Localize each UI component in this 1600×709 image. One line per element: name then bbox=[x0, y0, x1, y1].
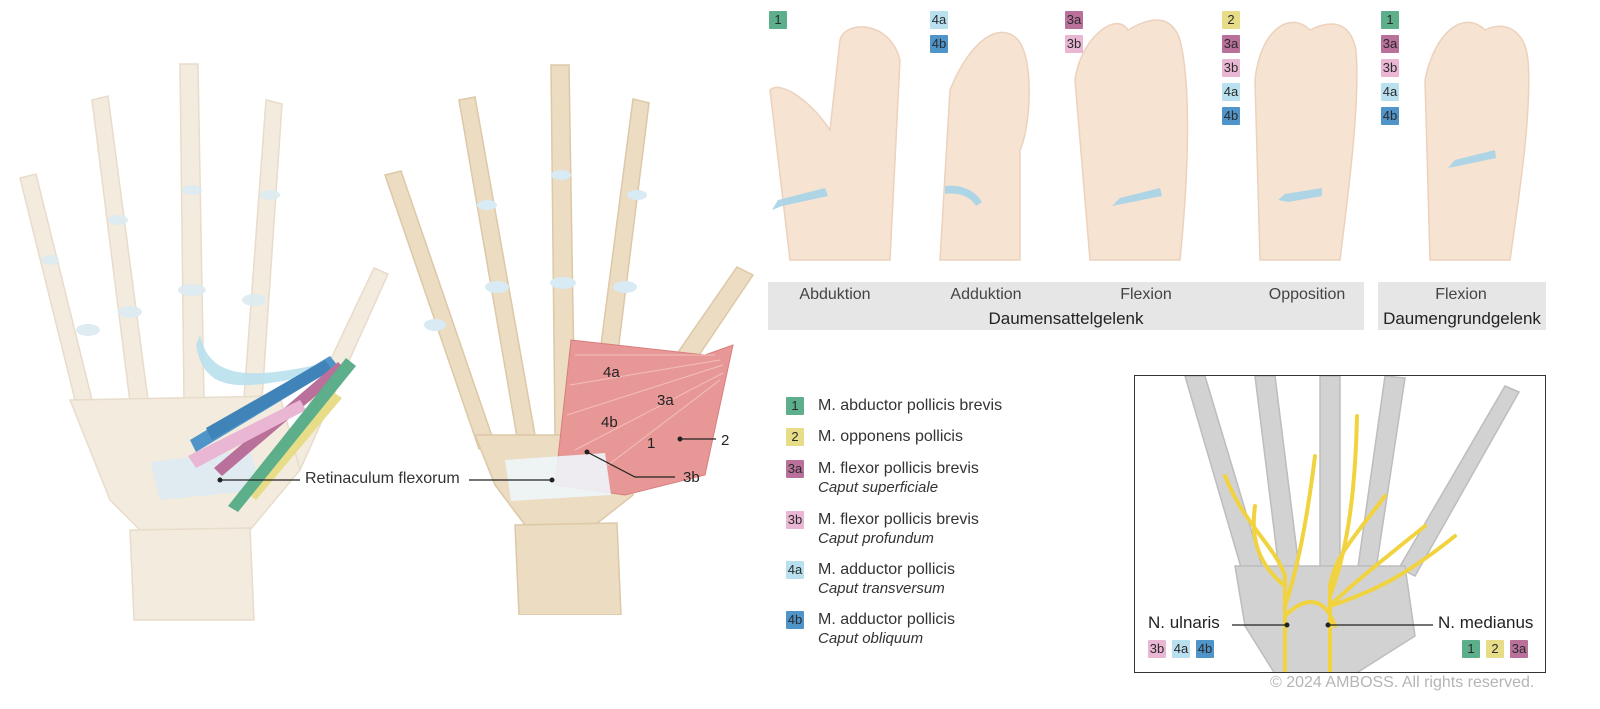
mid-label-2: 2 bbox=[721, 432, 729, 449]
mid-label-4a: 4a bbox=[603, 364, 620, 381]
badge-flexion-grund-1: 3a bbox=[1381, 35, 1399, 53]
joint-label-sattelgelenk: Daumensattelgelenk bbox=[988, 309, 1144, 328]
left-muscle-4a bbox=[196, 335, 334, 386]
joint-bar-sattel bbox=[768, 282, 1364, 330]
legend-sub-3b: Caput profundum bbox=[818, 530, 934, 547]
badge-opposition-1: 3a bbox=[1222, 35, 1240, 53]
mid-forearm bbox=[514, 522, 622, 615]
left-muscle-4b-2 bbox=[206, 360, 332, 440]
nerve-inset-illustration bbox=[1184, 376, 1521, 672]
badge-flexion-grund-2: 3b bbox=[1381, 59, 1399, 77]
joint-label-grundgelenk: Daumengrundgelenk bbox=[1383, 309, 1541, 328]
legend-badge-4a: 4a bbox=[786, 561, 804, 579]
movement-label-opposition: Opposition bbox=[1268, 286, 1346, 303]
badge-medianus-2: 3a bbox=[1510, 640, 1528, 658]
label-retinaculum-flexorum: Retinaculum flexorum bbox=[305, 470, 460, 487]
movement-hands-illustration bbox=[769, 19, 1530, 261]
legend-badge-3b: 3b bbox=[786, 511, 804, 529]
badge-abduktion-0: 1 bbox=[769, 11, 787, 29]
badges-opposition: 2 3a 3b 4a 4b bbox=[1222, 11, 1240, 125]
badges-flexion: 3a 3b bbox=[1065, 11, 1083, 53]
mid-label-3b: 3b bbox=[683, 469, 700, 486]
legend-name-2: M. opponens pollicis bbox=[818, 428, 963, 445]
hand-opposition bbox=[1254, 21, 1358, 261]
copyright-text: © 2024 AMBOSS. All rights reserved. bbox=[1270, 674, 1535, 691]
badge-ulnaris-2: 4b bbox=[1196, 640, 1214, 658]
badge-flexion-0: 3a bbox=[1065, 11, 1083, 29]
arrow-opposition bbox=[1278, 188, 1322, 202]
nerve-inset-panel bbox=[1134, 375, 1546, 673]
badge-opposition-2: 3b bbox=[1222, 59, 1240, 77]
legend-sub-3a: Caput superficiale bbox=[818, 479, 939, 496]
legend-name-1: M. abductor pollicis brevis bbox=[818, 397, 1003, 414]
badge-opposition-0: 2 bbox=[1222, 11, 1240, 29]
badge-flexion-grund-3: 4a bbox=[1381, 83, 1399, 101]
legend-item-3a: 3a M. flexor pollicis brevis Caput super… bbox=[786, 459, 979, 497]
badges-flexion-grund: 1 3a 3b 4a 4b bbox=[1381, 11, 1399, 125]
nerve-ulnaris bbox=[1223, 474, 1287, 672]
left-finger-ring bbox=[91, 95, 149, 403]
badge-adduktion-0: 4a bbox=[930, 11, 948, 29]
arrow-abduktion bbox=[772, 188, 828, 210]
arrow-adduktion bbox=[945, 185, 982, 206]
left-finger-little bbox=[19, 173, 93, 405]
left-muscle-3b bbox=[188, 400, 306, 468]
legend-name-4b: M. adductor pollicis bbox=[818, 611, 955, 628]
movement-label-abduktion: Abduktion bbox=[799, 286, 871, 303]
badge-ulnaris-1: 4a bbox=[1172, 640, 1190, 658]
badge-medianus-1: 2 bbox=[1486, 640, 1504, 658]
badge-flexion-1: 3b bbox=[1065, 35, 1083, 53]
badge-ulnaris-0: 3b bbox=[1148, 640, 1166, 658]
badges-ulnaris: 3b 4a 4b bbox=[1148, 640, 1214, 658]
legend-badge-4b: 4b bbox=[786, 611, 804, 629]
legend-item-1: 1 M. abductor pollicis brevis bbox=[786, 396, 1002, 415]
badge-adduktion-1: 4b bbox=[930, 35, 948, 53]
legend-badge-3a: 3a bbox=[786, 460, 804, 478]
movement-label-flexion: Flexion bbox=[1120, 286, 1172, 303]
joint-bar-grund bbox=[1378, 282, 1546, 330]
left-muscle-1 bbox=[228, 358, 356, 512]
left-forearm bbox=[129, 527, 255, 621]
movement-label-flexion-grund: Flexion bbox=[1435, 286, 1487, 303]
legend-item-4a: 4a M. adductor pollicis Caput transversu… bbox=[786, 560, 955, 598]
legend-item-4b: 4b M. adductor pollicis Caput obliquum bbox=[786, 610, 955, 648]
hand-abduktion bbox=[769, 26, 901, 261]
badge-opposition-3: 4a bbox=[1222, 83, 1240, 101]
left-hand-illustration bbox=[19, 63, 389, 621]
movement-label-adduktion: Adduktion bbox=[950, 286, 1022, 303]
mid-label-4b: 4b bbox=[601, 414, 618, 431]
badge-opposition-4: 4b bbox=[1222, 107, 1240, 125]
mid-label-1: 1 bbox=[647, 435, 655, 452]
badges-adduktion: 4a 4b bbox=[930, 11, 948, 53]
badges-medianus: 1 2 3a bbox=[1462, 640, 1528, 658]
mid-retinaculum bbox=[505, 453, 611, 501]
badge-flexion-grund-4: 4b bbox=[1381, 107, 1399, 125]
legend-item-2: 2 M. opponens pollicis bbox=[786, 427, 963, 446]
middle-hand-illustration: 4a 3a 4b 1 2 3b bbox=[384, 64, 755, 615]
mid-label-3a: 3a bbox=[657, 392, 674, 409]
arrow-flexion bbox=[1112, 188, 1162, 206]
label-n-medianus: N. medianus bbox=[1438, 613, 1534, 632]
left-finger-index bbox=[243, 99, 283, 401]
badge-flexion-grund-0: 1 bbox=[1381, 11, 1399, 29]
arrow-flexion-grund bbox=[1448, 150, 1496, 168]
badges-abduktion: 1 bbox=[769, 11, 787, 29]
hand-flexion bbox=[1074, 19, 1189, 261]
label-n-ulnaris: N. ulnaris bbox=[1148, 613, 1220, 632]
legend-badge-1: 1 bbox=[786, 397, 804, 415]
hand-adduktion bbox=[939, 31, 1030, 261]
hand-flexion-grund bbox=[1424, 21, 1530, 261]
legend-name-3a: M. flexor pollicis brevis bbox=[818, 460, 979, 477]
badge-medianus-0: 1 bbox=[1462, 640, 1480, 658]
legend-sub-4a: Caput transversum bbox=[818, 580, 945, 597]
legend-item-3b: 3b M. flexor pollicis brevis Caput profu… bbox=[786, 510, 979, 548]
legend-name-4a: M. adductor pollicis bbox=[818, 561, 955, 578]
legend-badge-2: 2 bbox=[786, 428, 804, 446]
legend-name-3b: M. flexor pollicis brevis bbox=[818, 511, 979, 528]
legend-sub-4b: Caput obliquum bbox=[818, 630, 924, 647]
